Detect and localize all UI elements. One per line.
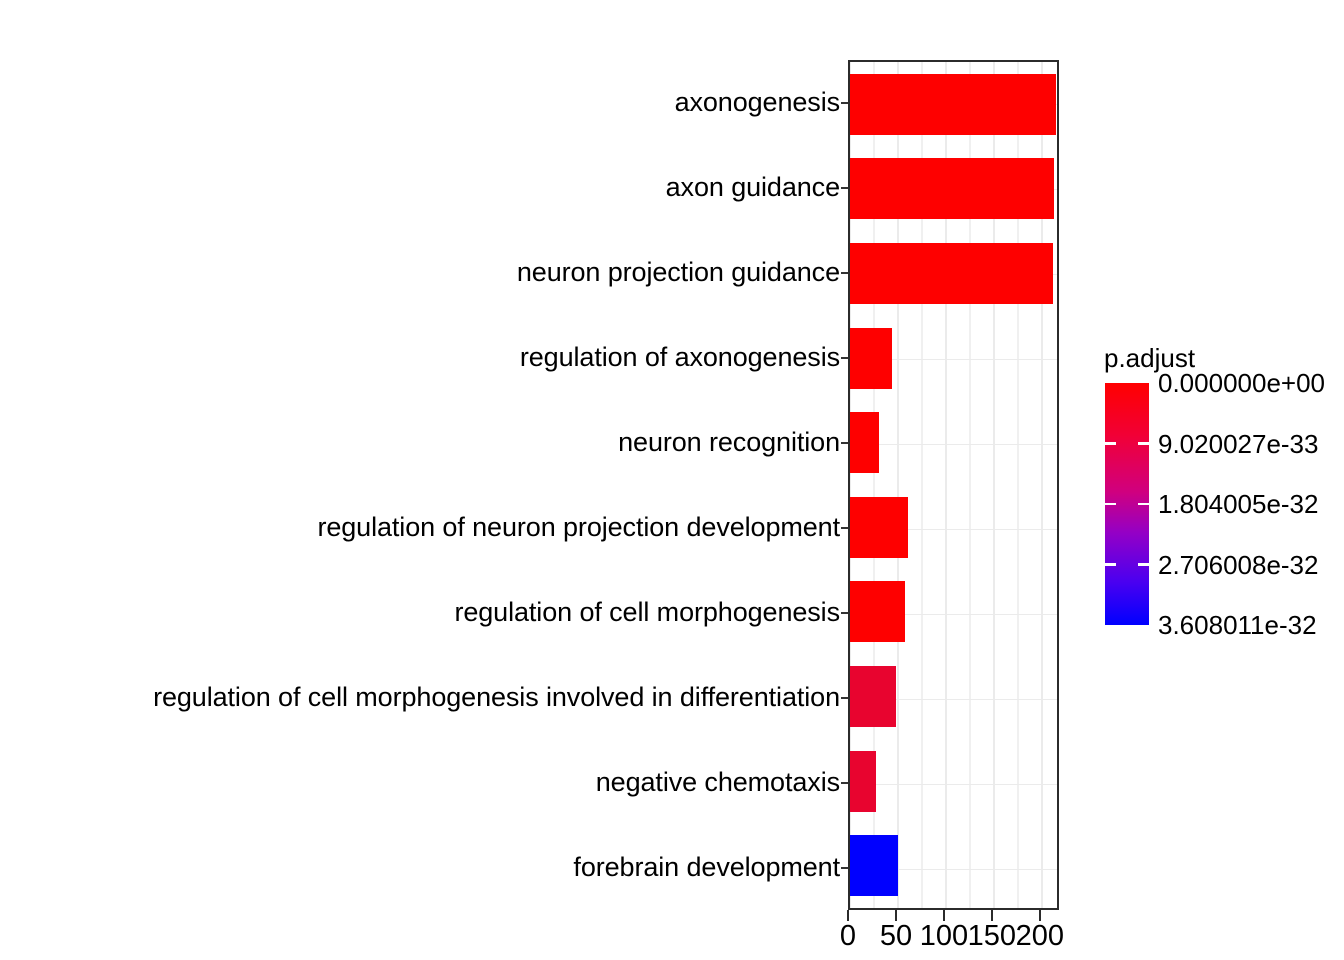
- y-axis-tick-label: regulation of cell morphogenesis involve…: [153, 682, 840, 712]
- legend: p.adjust 0.000000e+00 9.020027e-33 1.80400…: [1100, 345, 1344, 645]
- x-axis-tick: [1038, 910, 1041, 921]
- bar[interactable]: [850, 73, 1057, 135]
- gridline-horizontal: [850, 613, 1057, 616]
- x-axis-tick: [894, 910, 898, 921]
- gridline-minor: [1017, 62, 1019, 908]
- y-axis-tick: [841, 696, 848, 699]
- y-axis-tick: [841, 526, 848, 529]
- x-axis-tick-label: 0: [839, 920, 857, 952]
- y-axis-tick: [841, 186, 848, 189]
- bar-slot: [850, 62, 1057, 147]
- gridline-major: [896, 62, 899, 908]
- gridline-horizontal: [850, 358, 1057, 361]
- x-axis-tick: [942, 910, 946, 921]
- legend-tick: [1138, 442, 1149, 445]
- legend-title: p.adjust: [1104, 343, 1196, 373]
- x-axis-tick-label: 200: [1015, 920, 1065, 952]
- gridline-horizontal: [850, 443, 1057, 446]
- y-axis-label-row: forebrain development: [0, 825, 840, 910]
- bar-series: [850, 62, 1057, 908]
- legend-tick: [1105, 563, 1116, 566]
- y-axis-tick: [841, 441, 848, 444]
- gridline-major: [992, 62, 995, 908]
- y-axis-label-row: axon guidance: [0, 145, 840, 230]
- y-axis-tick: [841, 101, 848, 104]
- legend-key-label: 0.000000e+00: [1158, 368, 1326, 398]
- bar-slot: [850, 570, 1057, 655]
- y-axis-tick: [841, 781, 848, 784]
- gridline-minor: [969, 62, 971, 908]
- bar[interactable]: [850, 412, 879, 474]
- legend-tick: [1105, 442, 1116, 445]
- legend-key-label: 9.020027e-33: [1158, 428, 1319, 459]
- y-axis-label-row: regulation of axonogenesis: [0, 315, 840, 400]
- x-axis-tick-label: 100: [919, 920, 969, 952]
- y-axis-label-row: neuron projection guidance: [0, 230, 840, 315]
- y-axis-tick: [841, 271, 848, 274]
- bar[interactable]: [850, 243, 1054, 304]
- y-axis-labels: axonogenesis axon guidance neuron projec…: [0, 60, 840, 910]
- bar[interactable]: [850, 581, 905, 643]
- gridline-horizontal: [850, 783, 1057, 786]
- x-axis-tick: [990, 910, 994, 921]
- y-axis-tick: [841, 356, 848, 359]
- y-axis-tick-label: neuron projection guidance: [516, 257, 840, 287]
- y-axis-tick: [841, 866, 848, 869]
- legend-key-label: 1.804005e-32: [1158, 489, 1319, 519]
- y-axis-tick-label: axon guidance: [665, 172, 840, 202]
- bar-slot: [850, 739, 1057, 824]
- y-axis-tick-label: negative chemotaxis: [595, 767, 840, 797]
- bar[interactable]: [850, 327, 893, 389]
- y-axis-tick-label: axonogenesis: [674, 87, 841, 117]
- bar[interactable]: [850, 750, 876, 812]
- y-axis-label-row: neuron recognition: [0, 400, 840, 485]
- y-axis-tick-label: forebrain development: [573, 852, 840, 882]
- y-axis-label-row: negative chemotaxis: [0, 740, 840, 825]
- y-axis-label-row: regulation of cell morphogenesis involve…: [0, 655, 840, 740]
- bar-slot: [850, 823, 1057, 908]
- gridline-major: [944, 62, 947, 908]
- bar[interactable]: [850, 666, 897, 727]
- bar[interactable]: [850, 496, 908, 558]
- legend-key-label: 3.608011e-32: [1158, 610, 1317, 640]
- legend-tick: [1138, 563, 1149, 566]
- gridline-horizontal: [850, 528, 1057, 531]
- legend-colorbar: [1105, 383, 1149, 625]
- y-axis-label-row: regulation of cell morphogenesis: [0, 570, 840, 655]
- legend-tick: [1105, 502, 1116, 506]
- x-axis-tick-label: 50: [879, 920, 913, 952]
- bar-slot: [850, 147, 1057, 232]
- gridline-horizontal: [850, 868, 1057, 871]
- gridline-horizontal: [850, 698, 1057, 701]
- bar-slot: [850, 316, 1057, 401]
- legend-tick: [1138, 502, 1149, 506]
- y-axis-label-row: axonogenesis: [0, 60, 841, 145]
- y-axis-tick-label: neuron recognition: [618, 427, 840, 457]
- y-axis-tick-label: regulation of cell morphogenesis: [454, 597, 840, 627]
- bar-slot: [850, 231, 1057, 316]
- x-axis-tick: [846, 910, 850, 921]
- gridline-major: [1040, 62, 1043, 908]
- gridline-major: [850, 62, 851, 908]
- bar-slot: [850, 654, 1057, 739]
- legend-key-label: 2.706008e-32: [1158, 549, 1319, 580]
- bar-slot: [850, 400, 1057, 485]
- plot-panel: [848, 60, 1059, 910]
- y-axis-tick: [841, 611, 848, 614]
- gridline-minor: [873, 62, 875, 908]
- bar-slot: [850, 485, 1057, 570]
- y-axis-tick-label: regulation of axonogenesis: [519, 342, 840, 372]
- y-axis-tick-label: regulation of neuron projection developm…: [317, 512, 840, 542]
- bar[interactable]: [850, 835, 898, 897]
- x-axis-tick-label: 150: [967, 920, 1017, 952]
- gridline-minor: [921, 62, 923, 908]
- bar[interactable]: [850, 158, 1055, 220]
- y-axis-label-row: regulation of neuron projection developm…: [0, 485, 840, 570]
